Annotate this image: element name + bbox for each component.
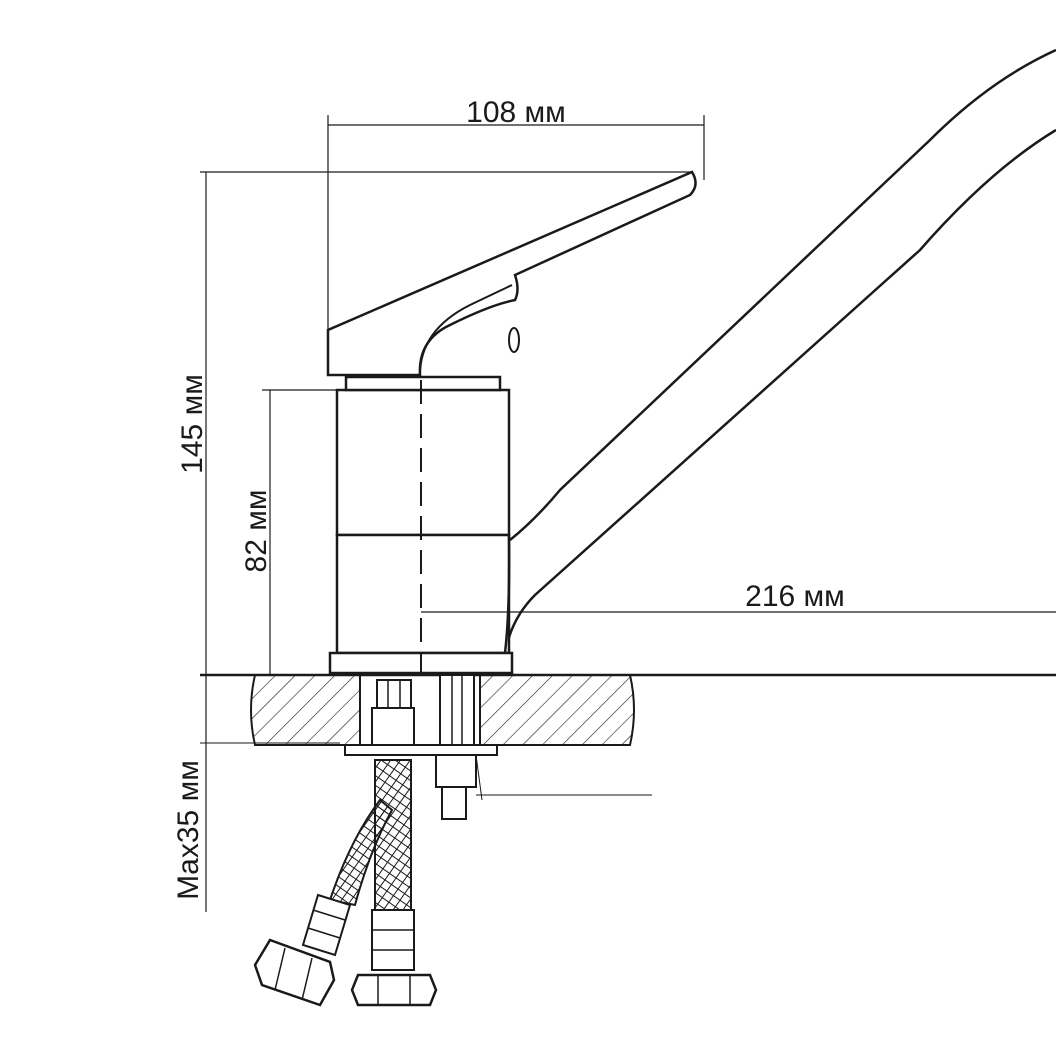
- braided-hose-bent: [253, 798, 394, 1007]
- dimension-handle-width: 108 мм: [327, 96, 705, 330]
- dimension-total-height: 145 мм: [176, 171, 692, 675]
- spout: [503, 48, 1056, 656]
- lever-handle: [326, 170, 697, 377]
- dimension-counter-thickness: Max35 мм: [172, 675, 207, 912]
- dimension-label-max35: Max35 мм: [172, 760, 205, 900]
- dimension-label-216: 216 мм: [745, 580, 845, 613]
- countertop: [200, 673, 1056, 746]
- dimension-label-82: 82 мм: [240, 490, 273, 573]
- faucet-body: [328, 375, 514, 675]
- dimension-spout-reach: 216 мм: [421, 580, 1056, 613]
- hose-inlets: [371, 679, 415, 746]
- dimension-label-108: 108 мм: [466, 96, 566, 129]
- dimension-label-145: 145 мм: [176, 374, 209, 474]
- dimension-body-height: 82 мм: [240, 389, 337, 675]
- braided-hose-straight: [350, 759, 438, 1007]
- mounting-hardware: [344, 674, 652, 820]
